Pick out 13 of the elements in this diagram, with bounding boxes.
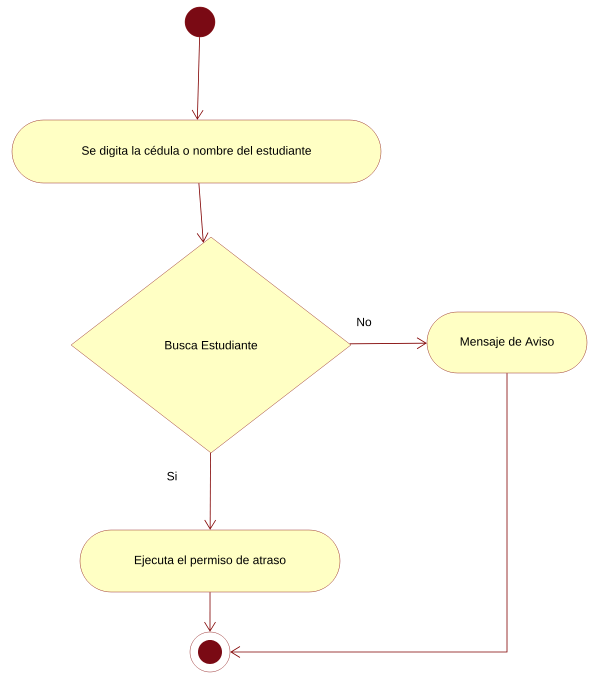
activity-box: Se digita la cédula o nombre del estudiante: [12, 120, 382, 184]
arrow: [349, 337, 427, 350]
arrow: [230, 372, 508, 658]
activity-box: Mensaje de Aviso: [426, 312, 588, 374]
edge-label: Si: [166, 470, 178, 482]
edge-label: No: [355, 316, 373, 328]
final-node: [190, 632, 230, 672]
arrow: [192, 36, 204, 120]
activity-box: Ejecuta el permiso de atraso: [80, 530, 340, 592]
arrow: [196, 182, 208, 243]
arrow: [204, 452, 216, 530]
arrow: [204, 592, 216, 632]
initial-node: [184, 6, 216, 38]
